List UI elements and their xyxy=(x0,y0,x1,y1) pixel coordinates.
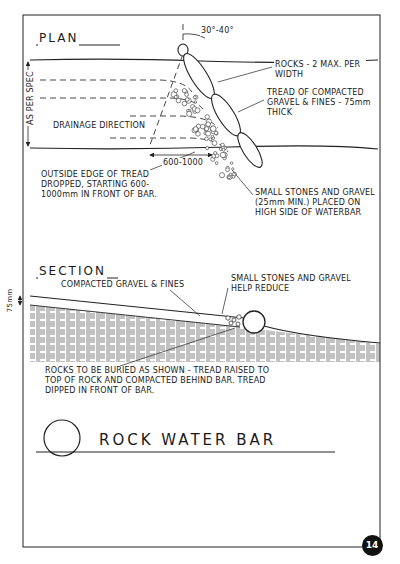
leader-line xyxy=(218,67,272,82)
annotation: ROCKS - 2 MAX. PER WIDTH xyxy=(274,60,366,80)
stone xyxy=(219,173,224,178)
drawing-title: ROCK WATER BAR xyxy=(98,430,277,450)
stone xyxy=(205,137,209,141)
page-frame xyxy=(23,15,380,547)
stone xyxy=(176,98,181,103)
stone xyxy=(206,122,211,127)
annotation: TREAD OF COMPACTED GRAVEL & FINES - 75mm… xyxy=(266,88,376,118)
stone xyxy=(174,89,178,93)
annotation: COMPACTED GRAVEL & FINES xyxy=(60,280,185,290)
ground-surface xyxy=(264,326,380,343)
annotation: AS PER SPEC xyxy=(26,70,36,126)
page-number-text: 14 xyxy=(366,540,379,550)
drainage-line xyxy=(40,80,192,92)
stone xyxy=(206,131,211,136)
stone xyxy=(205,115,209,119)
stone xyxy=(215,162,218,165)
title-symbol xyxy=(44,420,80,456)
stone xyxy=(229,173,232,176)
leader-line xyxy=(222,288,228,314)
stone xyxy=(194,95,198,99)
gravel xyxy=(226,315,241,326)
rock xyxy=(243,311,265,333)
stone xyxy=(193,96,196,99)
stone xyxy=(192,128,197,133)
view-heading: PLAN xyxy=(38,30,79,46)
tread-base xyxy=(30,305,240,327)
stone xyxy=(237,315,241,319)
stone xyxy=(230,162,233,165)
stone xyxy=(232,168,234,170)
stone xyxy=(215,132,218,135)
drainage-line xyxy=(40,98,205,112)
tread-surface xyxy=(30,296,244,318)
stone xyxy=(206,147,209,150)
rock xyxy=(233,129,266,170)
stone xyxy=(226,316,230,320)
stone xyxy=(182,89,186,93)
annotation: SMALL STONES AND GRAVEL HELP REDUCE xyxy=(230,274,362,294)
stone xyxy=(228,176,231,179)
stone xyxy=(236,322,240,326)
drainage-line xyxy=(110,138,228,152)
stone xyxy=(210,126,216,132)
annotation: DRAINAGE DIRECTION xyxy=(52,121,146,131)
trail-edge xyxy=(30,146,378,149)
reference-line xyxy=(150,54,183,145)
stone xyxy=(185,98,189,102)
stone xyxy=(222,148,225,151)
stone xyxy=(195,108,200,113)
page-number: 14 xyxy=(362,535,383,556)
stone xyxy=(187,111,192,116)
stone xyxy=(209,138,212,141)
stone xyxy=(214,131,218,135)
annotation: OUTSIDE EDGE OF TREAD DROPPED, STARTING … xyxy=(40,170,167,200)
stone xyxy=(185,93,189,97)
stone xyxy=(174,95,177,98)
stone xyxy=(182,101,187,106)
stone xyxy=(226,168,230,172)
stone xyxy=(193,127,198,132)
annotation: SMALL STONES AND GRAVEL (25mm MIN.) PLAC… xyxy=(254,188,376,218)
annotation: 30°-40° xyxy=(200,26,235,36)
stone xyxy=(194,101,196,103)
stone xyxy=(200,124,205,129)
annotation: 600-1000 xyxy=(162,158,204,168)
leader-line xyxy=(232,170,253,195)
stone xyxy=(221,143,225,147)
annotation: ROCKS TO BE BURIED AS SHOWN - TREAD RAIS… xyxy=(44,366,281,396)
view-heading: SECTION xyxy=(38,263,107,279)
leader-line xyxy=(238,100,264,112)
stone xyxy=(211,135,213,137)
stone xyxy=(210,126,216,132)
annotation: 75mm xyxy=(7,287,16,312)
rocks xyxy=(178,44,267,171)
dimension-line xyxy=(20,296,21,305)
stone xyxy=(212,154,216,158)
stone xyxy=(229,321,233,325)
stone xyxy=(220,152,225,157)
dimension-line xyxy=(150,155,212,156)
rock xyxy=(206,90,245,139)
stone xyxy=(212,141,217,146)
title-underline xyxy=(36,452,335,453)
